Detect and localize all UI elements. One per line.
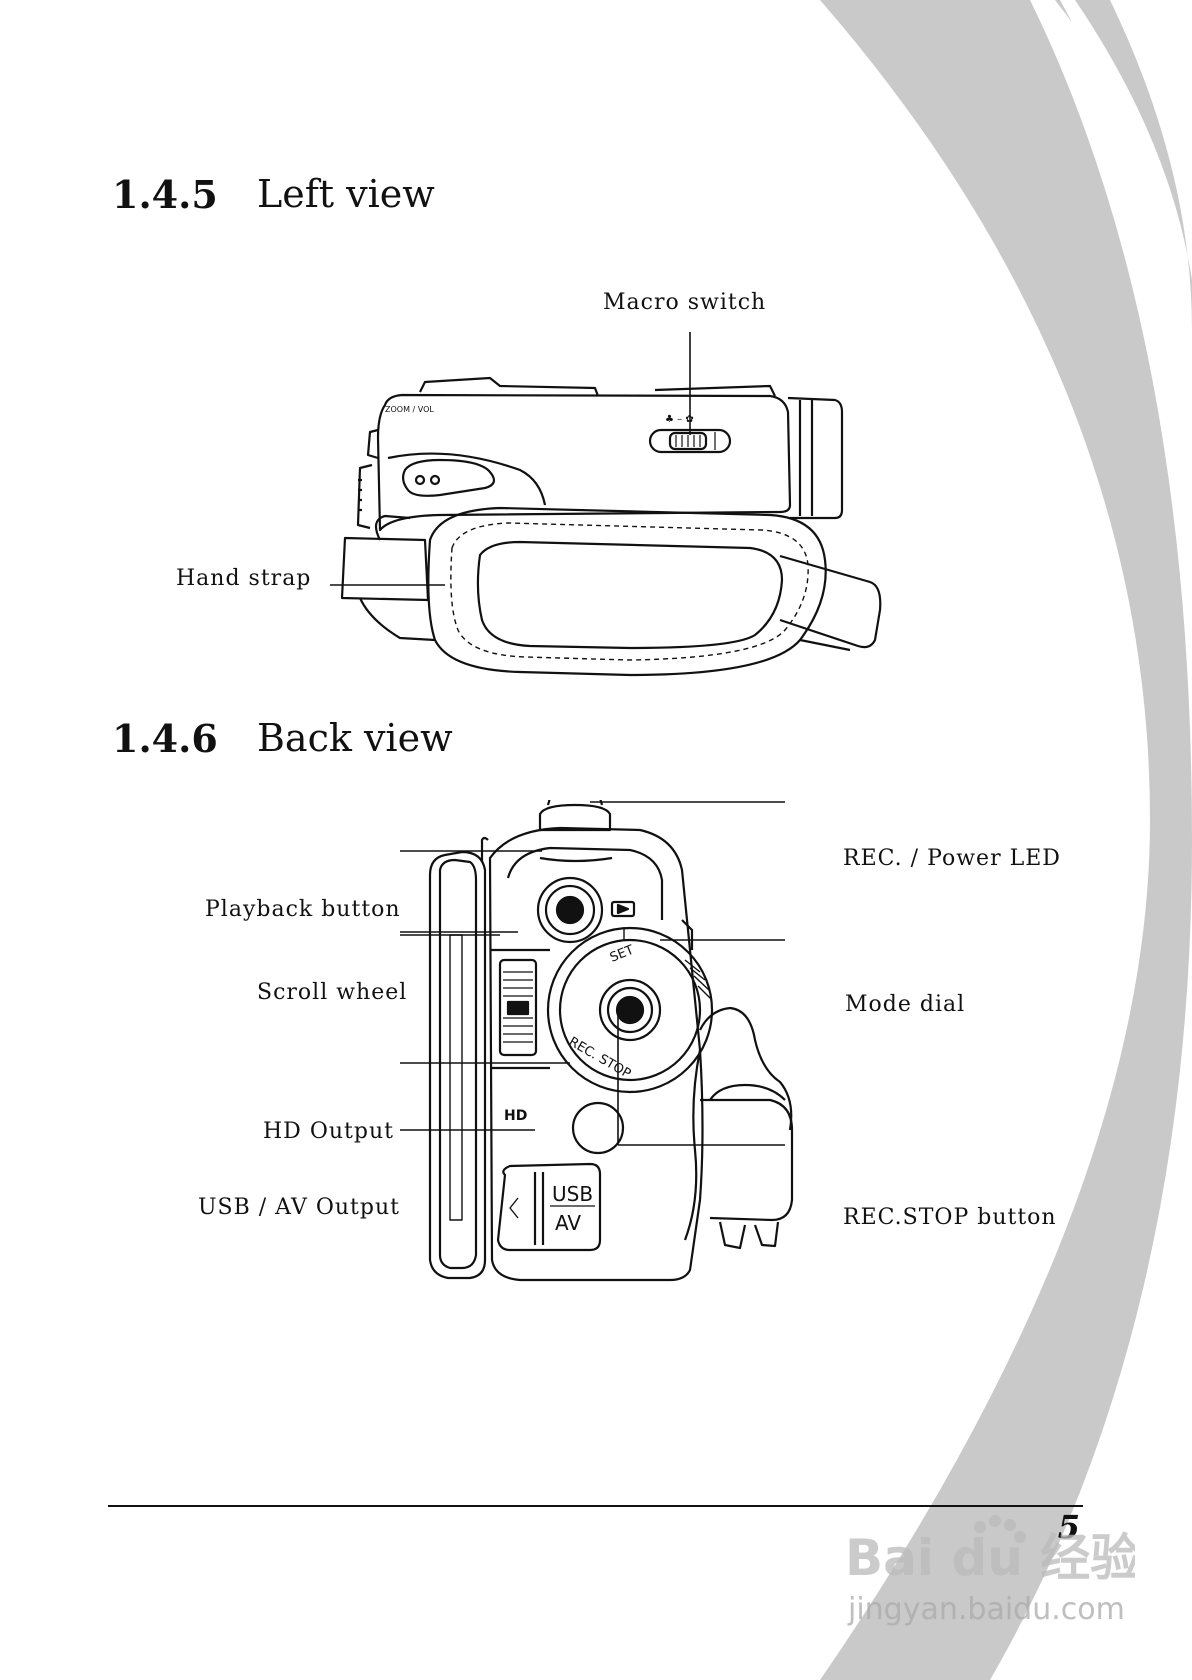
- watermark-brand: Bai du 经验: [845, 1529, 1135, 1587]
- page-number: 5: [1057, 1508, 1080, 1546]
- section-number: 1.4.6: [112, 716, 218, 761]
- section-title: Back view: [257, 716, 453, 760]
- label-rec-stop-button: REC.STOP button: [843, 1205, 1057, 1230]
- label-playback-button: Playback button: [205, 897, 401, 922]
- macro-icons-marking: ♣ – ✿: [665, 414, 694, 425]
- label-hd-output: HD Output: [263, 1119, 394, 1144]
- usb-marking: USB: [552, 1182, 593, 1206]
- back-view-camera-illustration: HD USB AV SET REC. STOP: [400, 800, 794, 1282]
- label-hand-strap: Hand strap: [176, 566, 312, 591]
- label-mode-dial: Mode dial: [845, 992, 966, 1017]
- set-marking: SET: [608, 943, 636, 966]
- label-usb-av-output: USB / AV Output: [198, 1195, 400, 1220]
- watermark-url: jingyan.baidu.com: [848, 1592, 1125, 1627]
- section-number: 1.4.5: [112, 172, 218, 217]
- left-view-camera-illustration: ZOOM / VOL ♣ – ✿: [330, 332, 882, 677]
- footer-rule: [108, 1505, 1083, 1507]
- label-rec-power-led: REC. / Power LED: [843, 846, 1061, 871]
- zoom-vol-marking: ZOOM / VOL: [385, 405, 434, 414]
- baidu-jingyan-watermark-logo: Bai du 经验: [845, 1515, 1135, 1587]
- section-title: Left view: [257, 172, 435, 216]
- label-macro-switch: Macro switch: [603, 290, 767, 315]
- label-scroll-wheel: Scroll wheel: [257, 980, 408, 1005]
- rec-stop-ring-marking: REC. STOP: [566, 1034, 633, 1081]
- av-marking: AV: [555, 1211, 581, 1235]
- hd-marking: HD: [504, 1108, 527, 1124]
